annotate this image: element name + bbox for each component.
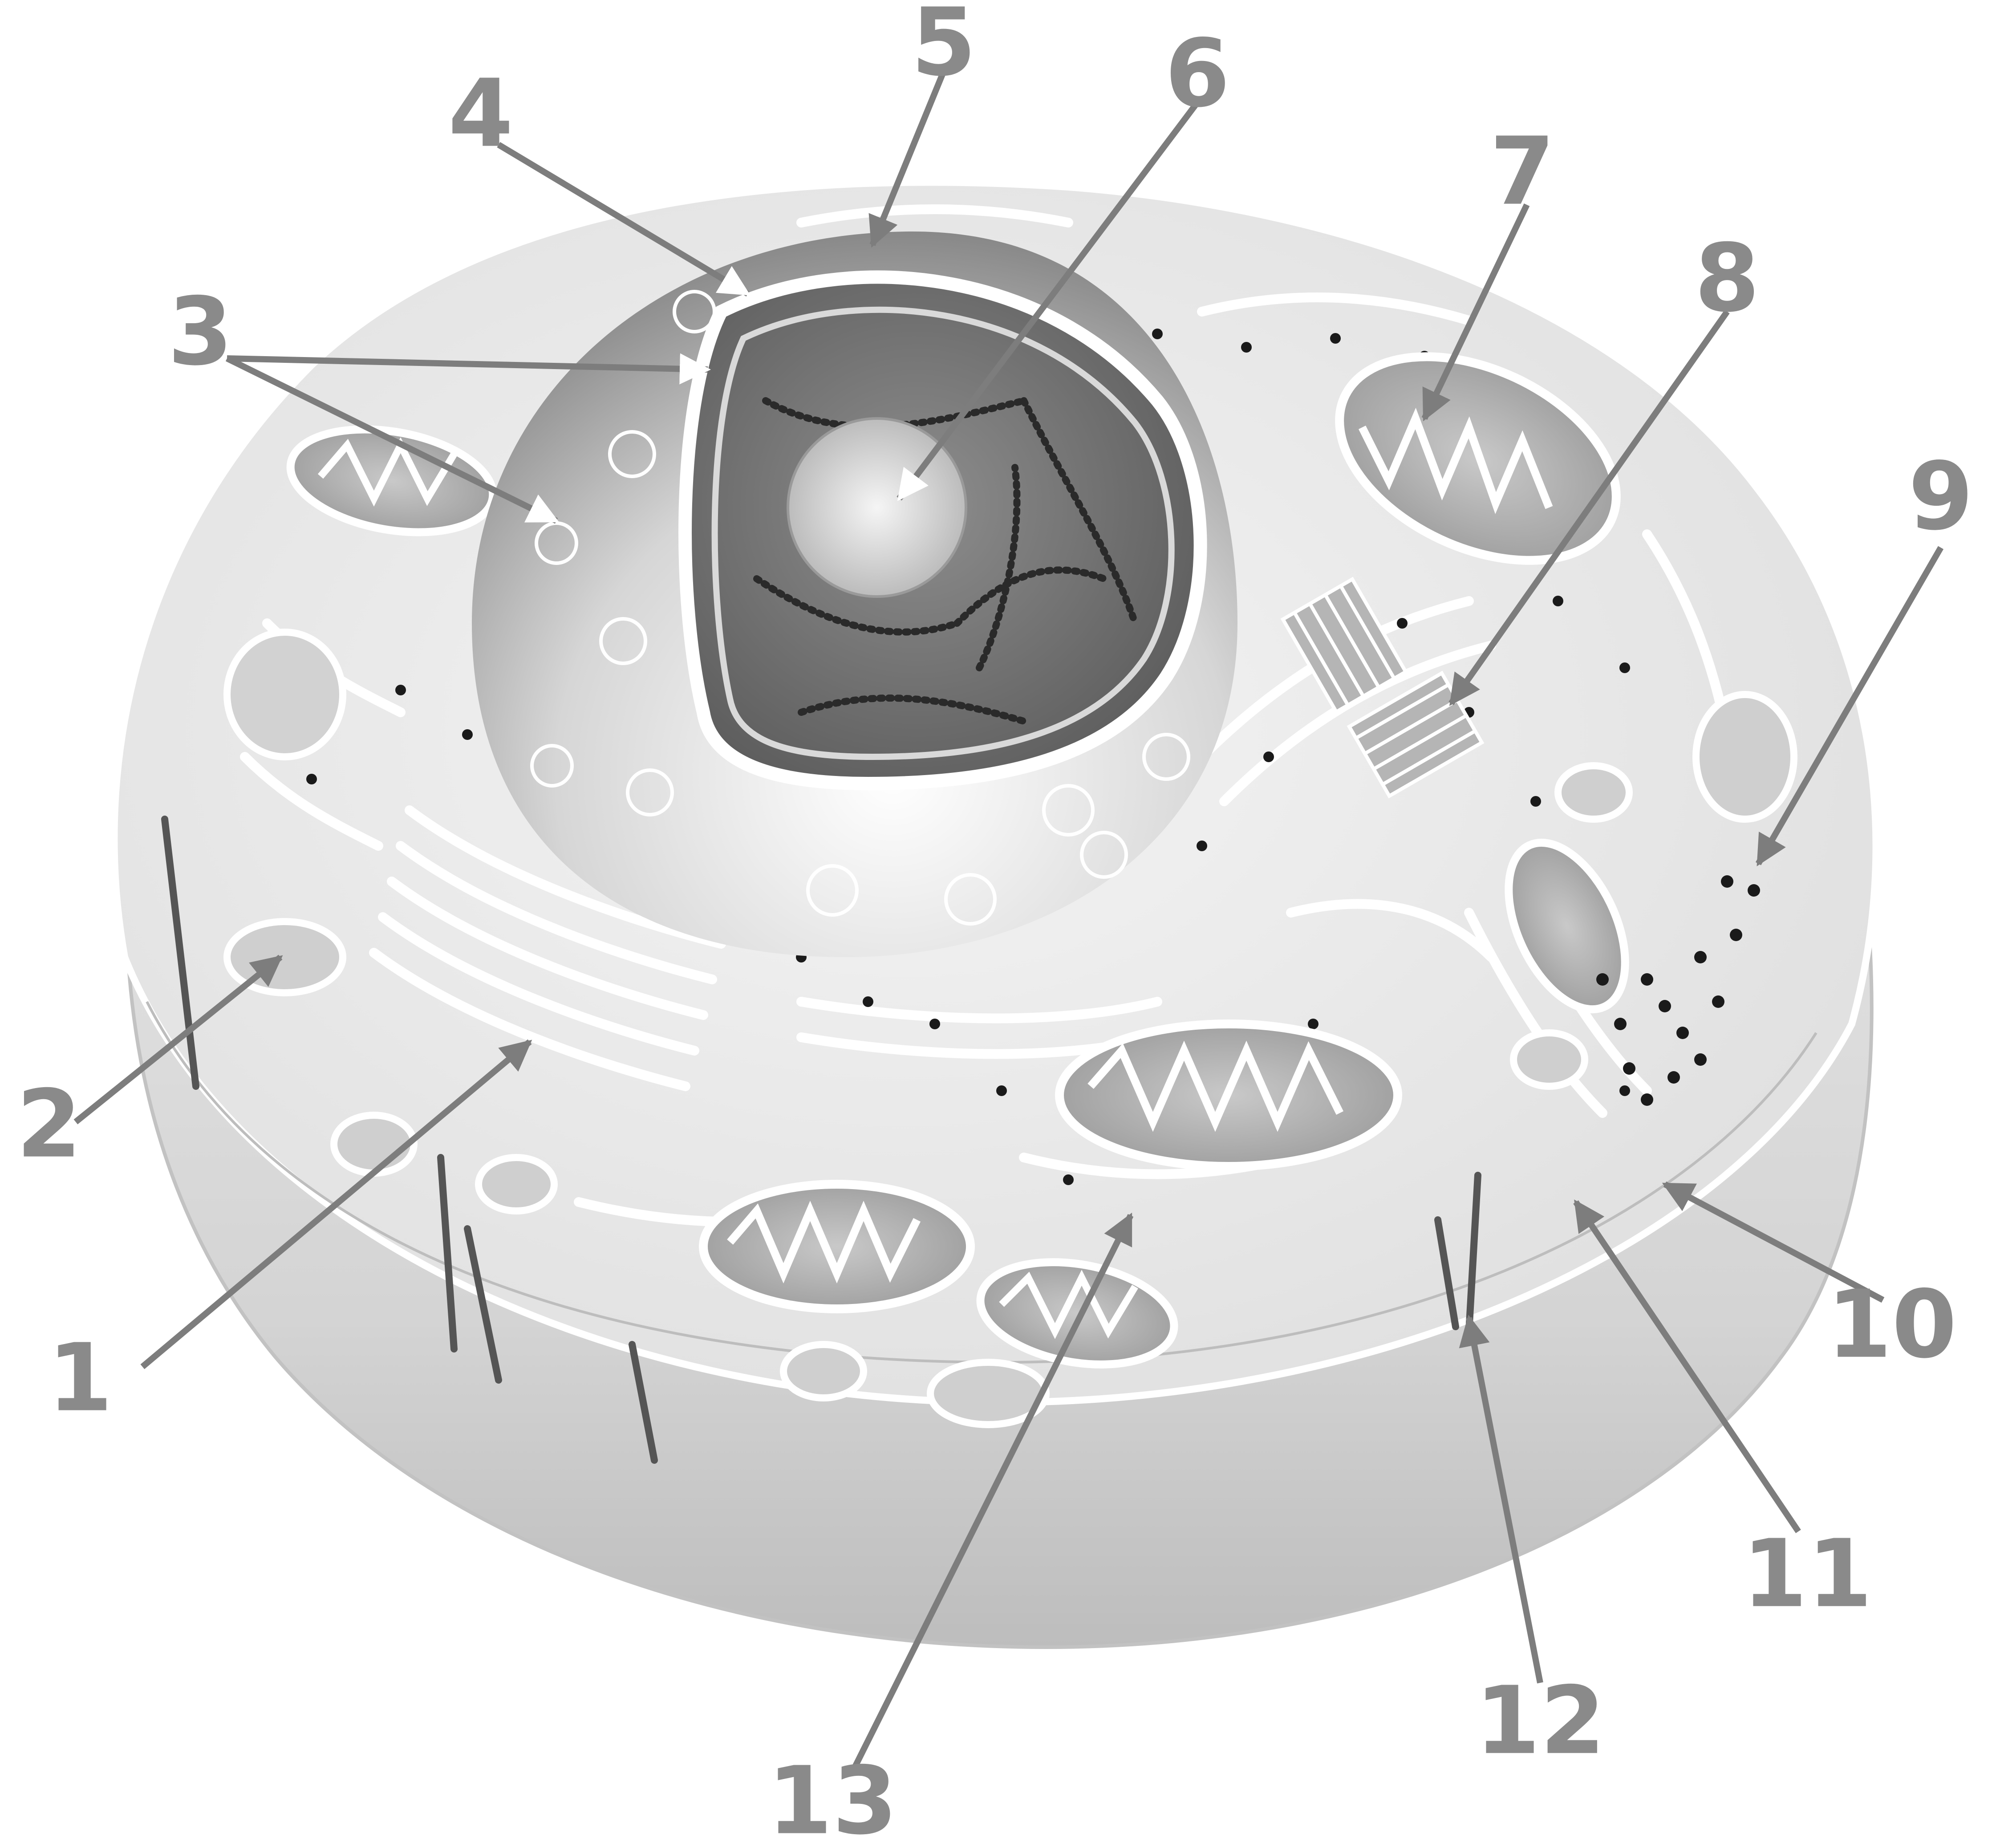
label-7: 7	[1490, 117, 1555, 226]
label-13: 13	[767, 1746, 897, 1848]
mitochondrion	[703, 1184, 970, 1309]
label-6: 6	[1165, 19, 1230, 128]
label-11: 11	[1742, 1519, 1872, 1629]
label-10: 10	[1827, 1270, 1957, 1379]
label-5: 5	[911, 0, 976, 97]
label-8: 8	[1695, 224, 1760, 333]
label-3: 3	[168, 277, 233, 386]
label-12: 12	[1475, 1666, 1605, 1775]
label-1: 1	[48, 1324, 113, 1433]
label-9: 9	[1908, 442, 1973, 551]
mitochondrion	[1059, 1024, 1398, 1166]
label-4: 4	[448, 59, 513, 168]
label-2: 2	[16, 1070, 81, 1179]
